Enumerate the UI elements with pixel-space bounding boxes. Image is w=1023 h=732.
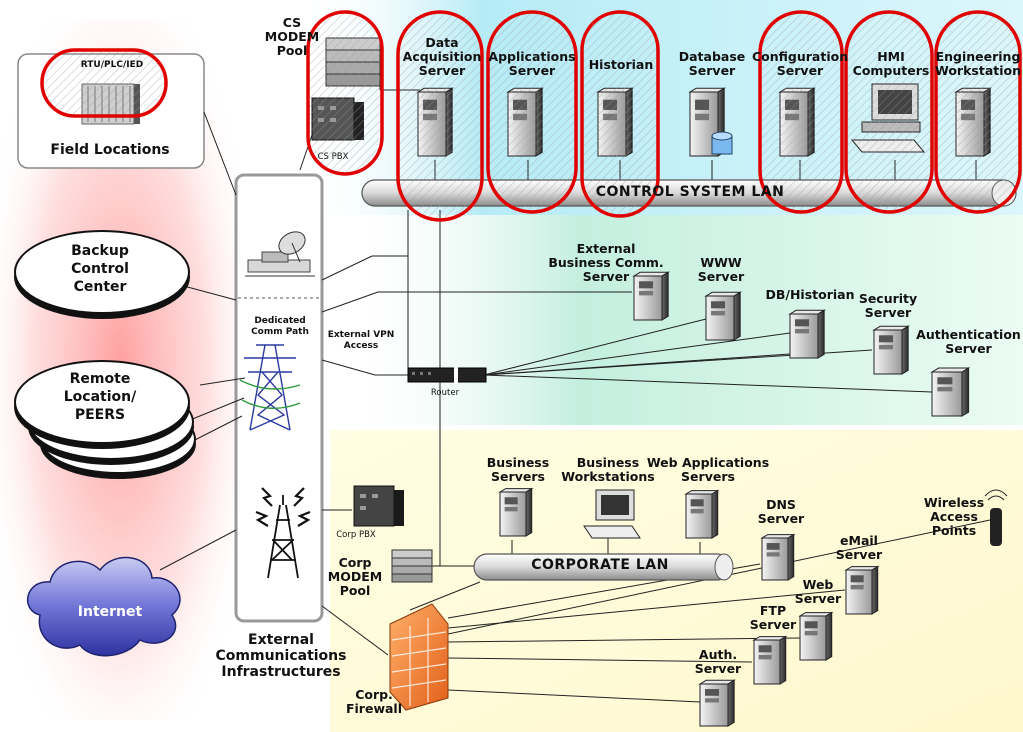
security-server-icon [872,325,910,375]
historian-label: Historian [588,57,654,72]
corp-firewall-icon [389,603,449,711]
web-applications-servers-icon [684,489,720,539]
external-communications-infrastructures-label: External Communications Infrastructures [215,632,347,680]
remote-location-peers-node [14,360,190,444]
database-server-label: Database Server [678,49,746,78]
dedicated-comm-path-label: Dedicated Comm Path [251,316,309,337]
dns-server-label: DNS Server [757,497,805,526]
auth-server-icon [698,679,736,727]
engineering-ring [934,10,1022,214]
corp-firewall-label: Corp. Firewall [345,687,403,716]
authentication-server-label: Authentication Server [916,327,1021,356]
cs-modem-ring [306,10,384,176]
dmz-zone-background [340,215,1023,425]
field-device-ring [40,48,168,118]
router-label: Router [430,388,460,398]
transmission-tower-icon [239,344,301,431]
external-business-comm-server-label: External Business Comm. Server [548,241,664,284]
web-server-icon [798,611,834,661]
backup-control-center-node [14,230,190,314]
historian-ring [580,10,660,218]
database-cylinder-icon [711,131,733,155]
external-vpn-label: External VPN Access [327,330,395,351]
email-server-label: eMail Server [835,533,883,562]
web-server-label: Web Server [794,577,842,606]
web-applications-servers-label: Web Applications Servers [646,455,770,484]
corporate-lan-label: CORPORATE LAN [531,557,669,573]
control-system-lan-label: CONTROL SYSTEM LAN [595,184,785,200]
ftp-server-icon [752,635,788,685]
wireless-access-points-label: Wireless Access Points [923,495,985,538]
www-server-label: WWW Server [697,255,745,284]
rtu-plc-ied-label: RTU/PLC/IED [80,60,144,70]
corp-modem-pool-label: Corp MODEM Pool [327,555,383,598]
external-business-comm-server-icon [632,271,670,321]
applications-server-label: Applications Server [488,49,576,78]
router-icon [407,366,487,384]
engineering-workstation-label: Engineering Workstation [935,49,1022,78]
configuration-ring [758,10,844,214]
configuration-server-label: Configuration Server [752,49,849,78]
ftp-server-label: FTP Server [749,603,797,632]
wireless-access-point-icon [984,489,1008,546]
hmi-ring [844,10,934,214]
email-server-icon [844,565,880,615]
corp-pbx-label: Corp PBX [336,530,376,540]
corp-pbx-icon [353,485,404,527]
db-historian-server-icon [788,309,826,359]
cs-pbx-label: CS PBX [317,152,349,162]
highlight-rings [40,10,1022,222]
business-workstations-label: Business Workstations [561,455,655,484]
hmi-computers-label: HMI Computers [852,49,930,78]
auth-server-label: Auth. Server [694,647,742,676]
business-servers-label: Business Servers [486,455,550,484]
connection-lines [159,78,991,703]
db-historian-label: DB/Historian [765,287,855,302]
radio-tower-icon [255,487,311,579]
business-servers-icon [498,487,534,537]
corporate-lan-pipe [473,553,734,581]
corp-modem-pool-icon [391,549,433,583]
www-server-icon [704,291,742,341]
remote-location-peers-label: Remote Location/ PEERS [63,371,137,423]
authentication-server-icon [930,367,971,417]
security-server-label: Security Server [858,291,918,320]
cs-modem-pool-label: CS MODEM Pool [264,15,320,58]
data-acquisition-ring [396,10,484,222]
data-acquisition-server-label: Data Acquisition Server [402,35,482,78]
field-locations-caption: Field Locations [50,142,170,158]
internet-label: Internet [77,604,143,620]
internet-cloud-icon [26,556,181,657]
backup-control-center-label: Backup Control Center [71,243,129,295]
satellite-dish-icon [245,231,315,277]
applications-ring [486,10,578,214]
server-icons [498,271,971,727]
business-workstation-icon [583,489,641,539]
dns-server-icon [760,533,796,581]
